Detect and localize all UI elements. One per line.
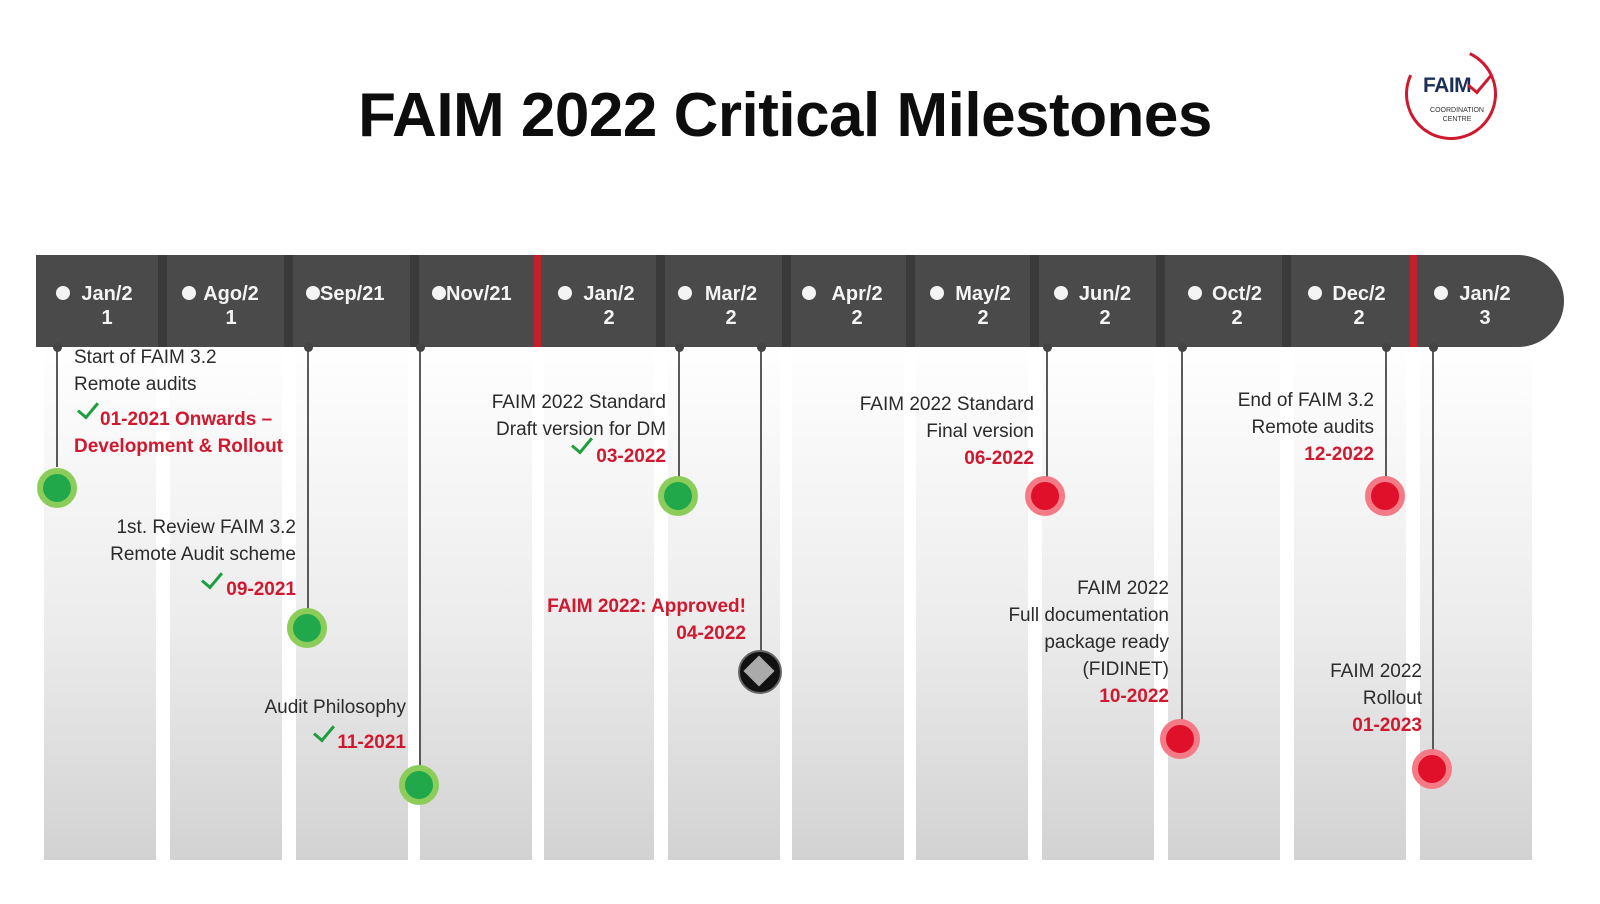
- connector-pin: [675, 343, 684, 352]
- column: [170, 340, 282, 860]
- column: [792, 340, 904, 860]
- bar-divider: [1030, 255, 1039, 347]
- milestone-review: 1st. Review FAIM 3.2 Remote Audit scheme…: [110, 517, 296, 600]
- bar-divider: [1282, 255, 1291, 347]
- month-dot-icon: [930, 286, 944, 300]
- month-dot-icon: [558, 286, 572, 300]
- month-dot-icon: [306, 286, 320, 300]
- bar-divider: [284, 255, 293, 347]
- connector-pin: [1429, 343, 1438, 352]
- logo-word: FAIM: [1423, 74, 1472, 97]
- milestone-connector: [1385, 347, 1387, 481]
- milestone-marker-completed[interactable]: [399, 765, 439, 805]
- month-dot-icon: [56, 286, 70, 300]
- page-title: FAIM 2022 Critical Milestones: [358, 81, 1212, 150]
- bar-divider: [1156, 255, 1165, 347]
- milestone-end-faim32: End of FAIM 3.2 Remote audits 12-2022: [1237, 390, 1374, 465]
- column: [296, 340, 408, 860]
- milestone-final: FAIM 2022 Standard Final version 06-2022: [859, 394, 1034, 469]
- column: [420, 340, 532, 860]
- milestone-docs: FAIM 2022 Full documentation package rea…: [1008, 578, 1169, 707]
- milestone-draft: FAIM 2022 Standard Draft version for DM …: [491, 392, 666, 467]
- column: [1042, 340, 1154, 860]
- column: [44, 340, 156, 860]
- milestone-rollout: FAIM 2022 Rollout 01-2023: [1330, 661, 1422, 736]
- connector-pin: [757, 343, 766, 352]
- milestone-marker-pending[interactable]: [1365, 476, 1405, 516]
- column: [544, 340, 654, 860]
- milestone-philosophy: Audit Philosophy 11-2021: [264, 697, 406, 753]
- milestone-connector: [1181, 347, 1183, 723]
- milestone-connector: [678, 347, 680, 481]
- logo-subtitle: COORDINATION CENTRE: [1430, 107, 1484, 123]
- bar-divider: [410, 255, 419, 347]
- year-divider-2023: [1410, 255, 1417, 347]
- milestone-marker-pending[interactable]: [1412, 749, 1452, 789]
- milestone-marker-pending[interactable]: [1025, 476, 1065, 516]
- column: [1168, 340, 1280, 860]
- month-dot-icon: [1188, 286, 1202, 300]
- month-dot-icon: [182, 286, 196, 300]
- milestone-connector: [1432, 347, 1434, 752]
- connector-pin: [1382, 343, 1391, 352]
- connector-pin: [416, 343, 425, 352]
- column: [916, 340, 1028, 860]
- faim-logo: FAIM COORDINATION CENTRE: [1392, 35, 1510, 153]
- milestone-marker-approved[interactable]: [738, 650, 782, 694]
- month-dot-icon: [678, 286, 692, 300]
- connector-pin: [53, 343, 62, 352]
- milestone-connector: [307, 347, 309, 612]
- milestone-connector: [1046, 347, 1048, 481]
- connector-pin: [1043, 343, 1052, 352]
- connector-pin: [304, 343, 313, 352]
- milestone-connector: [419, 347, 421, 767]
- milestone-marker-pending[interactable]: [1160, 719, 1200, 759]
- milestone-start-faim32: Start of FAIM 3.2 Remote audits 01-2021 …: [74, 347, 284, 457]
- month-dot-icon: [802, 286, 816, 300]
- month-dot-icon: [1054, 286, 1068, 300]
- bar-divider: [782, 255, 791, 347]
- milestone-marker-completed[interactable]: [287, 608, 327, 648]
- bar-divider: [158, 255, 167, 347]
- milestone-marker-completed[interactable]: [658, 476, 698, 516]
- month-dot-icon: [1434, 286, 1448, 300]
- milestone-marker-completed[interactable]: [37, 468, 77, 508]
- column: [1294, 340, 1406, 860]
- bar-divider: [656, 255, 665, 347]
- milestone-connector: [56, 347, 58, 467]
- diamond-icon: [743, 655, 775, 687]
- month-dot-icon: [1308, 286, 1322, 300]
- bar-divider: [906, 255, 915, 347]
- milestone-connector: [760, 347, 762, 652]
- month-label: Sep/21: [320, 283, 385, 305]
- month-label: Nov/21: [446, 283, 512, 305]
- milestone-approved: FAIM 2022: Approved! 04-2022: [547, 596, 746, 644]
- connector-pin: [1178, 343, 1187, 352]
- year-divider-2022: [534, 255, 541, 347]
- month-dot-icon: [432, 286, 446, 300]
